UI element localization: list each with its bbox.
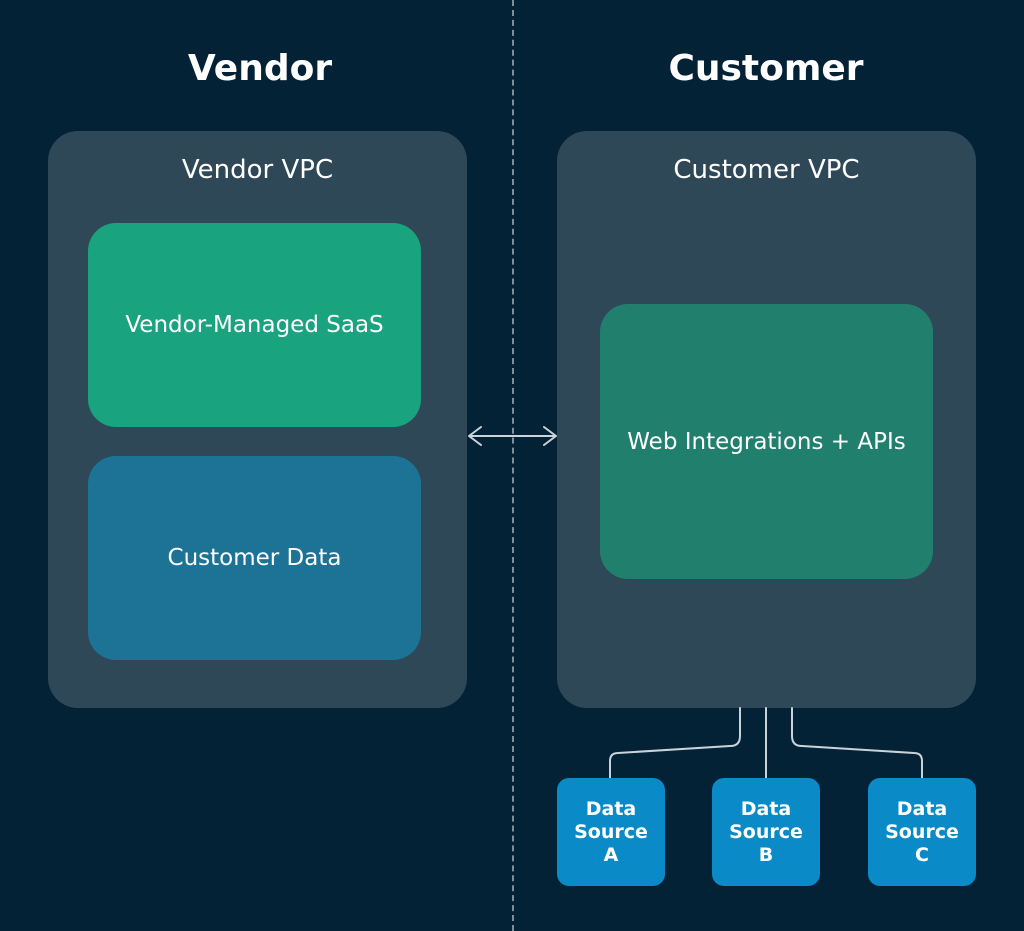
customer-data-box: Customer Data [88, 456, 421, 660]
data-source-b-box: Data Source B [712, 778, 820, 886]
data-source-b-line2: Source [729, 820, 803, 843]
vendor-managed-saas-box: Vendor-Managed SaaS [88, 223, 421, 427]
web-integrations-box: Web Integrations + APIs [600, 304, 933, 579]
data-source-c-line3: C [915, 843, 929, 866]
connector-source-c [791, 707, 923, 779]
vendor-managed-saas-label: Vendor-Managed SaaS [125, 312, 384, 338]
connector-source-a [609, 707, 741, 779]
customer-vpc-title: Customer VPC [673, 155, 860, 185]
customer-heading: Customer [668, 48, 864, 89]
vendor-heading: Vendor [187, 48, 333, 89]
bidirectional-arrow [468, 426, 557, 446]
data-source-b-line3: B [758, 843, 774, 866]
vendor-customer-divider [512, 0, 514, 931]
data-source-c-box: Data Source C [868, 778, 976, 886]
data-source-a-line3: A [603, 843, 619, 866]
data-source-a-box: Data Source A [557, 778, 665, 886]
data-source-a-line2: Source [574, 820, 648, 843]
data-source-c-line1: Data [896, 797, 948, 820]
vendor-vpc-title: Vendor VPC [181, 155, 334, 185]
data-source-c-line2: Source [885, 820, 959, 843]
customer-data-label: Customer Data [167, 545, 342, 571]
web-integrations-label: Web Integrations + APIs [627, 428, 906, 455]
data-source-a-line1: Data [585, 797, 637, 820]
data-source-b-line1: Data [740, 797, 792, 820]
